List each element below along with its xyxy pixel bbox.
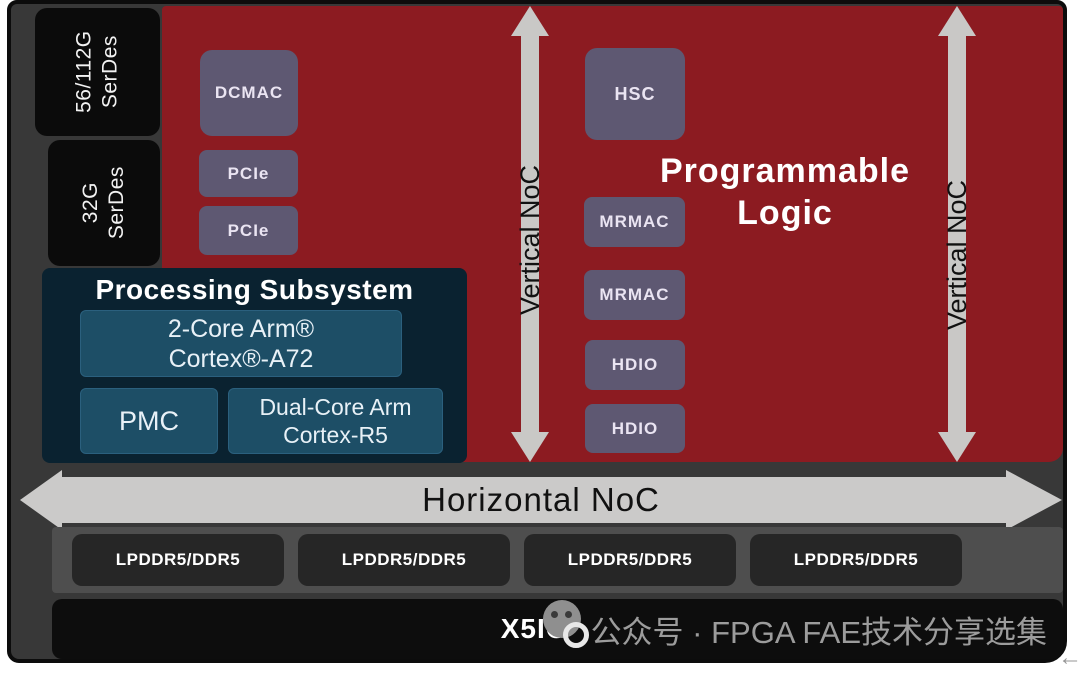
pcie-block-1: PCIe bbox=[199, 150, 298, 197]
wechat-account-icon bbox=[542, 600, 589, 648]
arrow-down-icon bbox=[938, 432, 976, 462]
arrow-up-icon bbox=[938, 6, 976, 36]
cortex-a72-block: 2-Core Arm®Cortex®-A72 bbox=[80, 310, 402, 377]
arrow-left-icon bbox=[20, 470, 62, 530]
processing-subsystem-title: Processing Subsystem bbox=[95, 274, 414, 305]
watermark-bar: X5IO 公众号 · FPGA FAE技术分享选集 bbox=[52, 599, 1063, 659]
mrmac-block-2: MRMAC bbox=[584, 270, 685, 320]
horizontal-noc-arrow-body bbox=[60, 477, 1006, 523]
pmc-block: PMC bbox=[80, 388, 218, 454]
lpddr5-block-3: LPDDR5/DDR5 bbox=[524, 534, 736, 586]
hdio-block-1: HDIO bbox=[585, 340, 685, 390]
lpddr5-block-4: LPDDR5/DDR5 bbox=[750, 534, 962, 586]
vertical-noc-arrow-left-body bbox=[521, 32, 539, 436]
memory-band: LPDDR5/DDR5 LPDDR5/DDR5 LPDDR5/DDR5 LPDD… bbox=[52, 527, 1063, 593]
vertical-noc-arrow-left bbox=[511, 6, 549, 462]
vertical-noc-arrow-right-body bbox=[948, 32, 966, 436]
watermark-text: 公众号 · FPGA FAE技术分享选集 bbox=[590, 614, 1047, 650]
horizontal-noc-label: Horizontal NoC bbox=[422, 481, 660, 518]
mrmac-block-1: MRMAC bbox=[584, 197, 685, 247]
arrow-down-icon bbox=[511, 432, 549, 462]
arrow-right-icon bbox=[1006, 470, 1062, 530]
back-arrow-icon: ← bbox=[1058, 644, 1080, 671]
vertical-noc-arrow-right bbox=[938, 6, 976, 462]
processing-subsystem-panel: Processing Subsystem 2-Core Arm®Cortex®-… bbox=[42, 268, 467, 463]
horizontal-noc-arrow: Horizontal NoC bbox=[20, 470, 1062, 530]
lpddr5-block-2: LPDDR5/DDR5 bbox=[298, 534, 510, 586]
pcie-block-2: PCIe bbox=[199, 206, 298, 255]
hsc-block: HSC bbox=[585, 48, 685, 140]
dcmac-block: DCMAC bbox=[200, 50, 298, 136]
vertical-noc-label-left: Vertical NoC bbox=[515, 164, 545, 316]
brand-text: X5IO bbox=[501, 600, 589, 648]
arrow-up-icon bbox=[511, 6, 549, 36]
hdio-block-2: HDIO bbox=[585, 404, 685, 453]
vertical-noc-label-right: Vertical NoC bbox=[942, 179, 972, 331]
lpddr5-block-1: LPDDR5/DDR5 bbox=[72, 534, 284, 586]
